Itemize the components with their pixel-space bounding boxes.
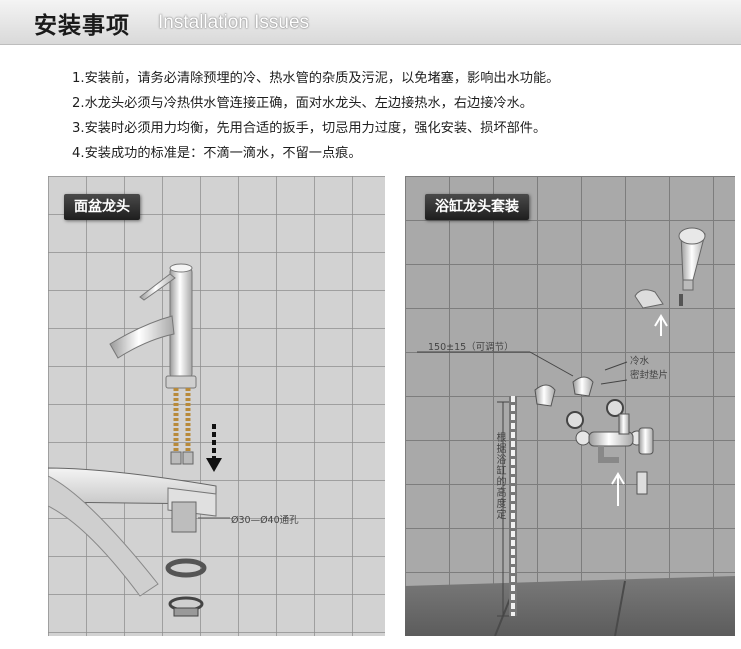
height-note-label: 根据浴缸的高度定 bbox=[494, 432, 505, 520]
note-item: 1.安装前，请务必清除预埋的冷、热水管的杂质及污泥，以免堵塞，影响出水功能。 bbox=[72, 71, 560, 86]
basin-panel-title: 面盆龙头 bbox=[64, 194, 140, 220]
section-title-en: Installation Issues bbox=[158, 12, 310, 33]
spacing-label: 150±15（可调节） bbox=[428, 342, 514, 353]
section-title-cn: 安装事项 bbox=[34, 13, 130, 39]
bath-faucet-illustration bbox=[405, 176, 735, 636]
basin-faucet-illustration bbox=[48, 176, 385, 636]
installation-notes: 1.安装前，请务必清除预埋的冷、热水管的杂质及污泥，以免堵塞，影响出水功能。 2… bbox=[72, 66, 559, 166]
cold-water-label: 冷水 bbox=[630, 356, 650, 367]
seal-gasket-label: 密封垫片 bbox=[630, 370, 669, 381]
note-item: 4.安装成功的标准是：不滴一滴水，不留一点痕。 bbox=[72, 146, 362, 161]
note-item: 2.水龙头必须与冷热供水管连接正确，面对水龙头、左边接热水，右边接冷水。 bbox=[72, 96, 533, 111]
bath-panel-title: 浴缸龙头套装 bbox=[425, 194, 529, 220]
section-header: 安装事项 Installation Issues bbox=[0, 0, 741, 45]
hole-size-label: Ø30—Ø40通孔 bbox=[231, 515, 299, 526]
note-item: 3.安装时必须用力均衡，先用合适的扳手，切忌用力过度，强化安装、损坏部件。 bbox=[72, 121, 547, 136]
